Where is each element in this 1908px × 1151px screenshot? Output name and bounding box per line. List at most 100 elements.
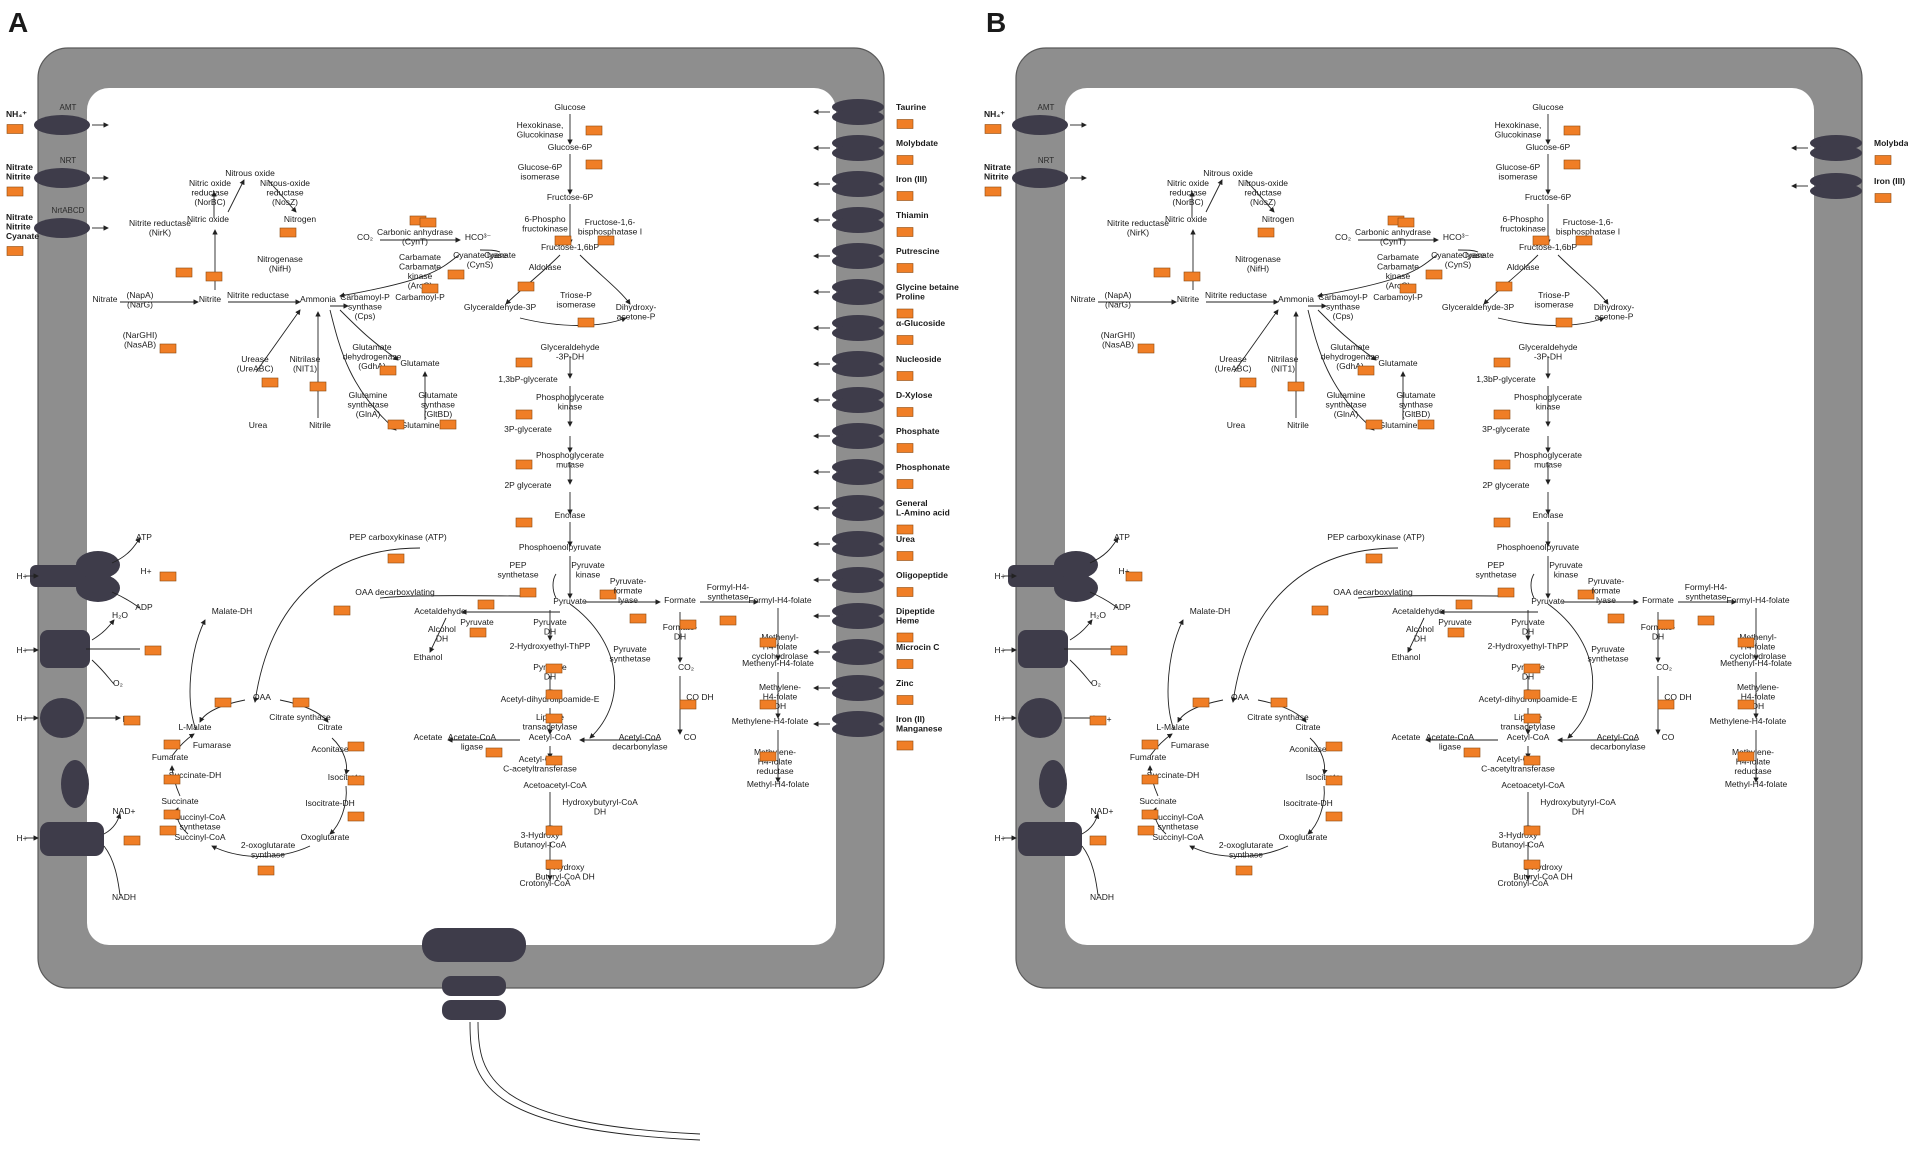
tca-node: Malate-DH (1190, 606, 1231, 616)
gene-box (309, 381, 327, 392)
gene-box (1239, 377, 1257, 388)
reaction-curve (1069, 659, 1093, 685)
glycolysis-node: Fructose-1,6-bisphosphatase I (578, 217, 642, 237)
gene-box (896, 551, 914, 561)
nitrogen-node: CO₂ (1335, 232, 1351, 242)
glycolysis-node: Glucose (554, 102, 585, 112)
gene-box (1523, 859, 1541, 870)
transporter-label: NrtABCD (52, 206, 85, 215)
gene-box (1523, 689, 1541, 700)
reaction-curve (111, 537, 141, 564)
central-node: Formyl-H4-synthetase (1685, 582, 1728, 602)
gene-box (387, 419, 405, 430)
nadh-dh-complex (1018, 822, 1082, 856)
gene-box (679, 699, 697, 710)
central-node: Acetoacetyl-CoA (1501, 780, 1565, 790)
glycolysis-node: Enolase (1533, 510, 1564, 520)
nitrogen-node: Nitrous oxide (1203, 168, 1253, 178)
glycolysis-node: Fructose-1,6bP (1519, 242, 1577, 252)
tca-node: Fumarate (152, 752, 189, 762)
gene-box (419, 217, 437, 228)
central-node: CO (1662, 732, 1675, 742)
gene-box (585, 159, 603, 170)
gene-box (1447, 627, 1465, 638)
gene-box (1737, 699, 1755, 710)
reaction-curve (1189, 845, 1289, 857)
nitrogen-node: Carbamoyl-P (395, 292, 445, 302)
reaction-curve (1081, 813, 1100, 835)
proton-pump (1018, 698, 1062, 738)
central-node: Methyl-H4-folate (747, 779, 810, 789)
gene-box (896, 263, 914, 273)
abc-transporter (832, 145, 884, 161)
tca-node: Aconitase (1289, 744, 1327, 754)
reaction-curve (1069, 619, 1093, 641)
nad-label: NAD+ (1091, 806, 1114, 816)
abc-transporter (832, 361, 884, 377)
nadh-dh-complex (40, 822, 104, 856)
reaction-arrow (1245, 179, 1275, 213)
succinate-dh-complex (61, 760, 89, 808)
gene-box (1141, 809, 1159, 820)
gene-box (984, 124, 1002, 134)
nitrogen-node: Cyanate (1462, 250, 1494, 260)
nitrogen-node: Nitrous oxide (225, 168, 275, 178)
proton-label: H+ (994, 571, 1005, 581)
gene-box (545, 825, 563, 836)
abc-transporter (832, 613, 884, 629)
reaction-curve (339, 309, 399, 361)
tca-node: Fumarate (1130, 752, 1167, 762)
panel-letter: B (986, 7, 1006, 38)
central-node: CO DH (686, 692, 713, 702)
gene-box (1311, 605, 1329, 616)
nitrogen-node: Nitrile (309, 420, 331, 430)
gene-box (1137, 343, 1155, 354)
nitrogen-node: Nitrogenase(NifH) (257, 254, 303, 274)
nitrogen-node: Nitric oxide (1165, 214, 1207, 224)
abc-transporter (832, 433, 884, 449)
abc-transporter (832, 577, 884, 593)
reaction-curve (379, 595, 521, 599)
gene-box (1257, 227, 1275, 238)
glycolysis-node: 1,3bP-glycerate (1476, 374, 1536, 384)
gene-box (1399, 283, 1417, 294)
abc-transporter (832, 649, 884, 665)
gene-box (261, 377, 279, 388)
abc-transporter (832, 505, 884, 521)
abc-transporter (1810, 183, 1862, 199)
gene-box (629, 613, 647, 624)
glycolysis-node: Glucose (1532, 102, 1563, 112)
gene-box (1493, 409, 1511, 420)
gene-box (1497, 587, 1515, 598)
atp-synthase-base (30, 565, 90, 587)
reaction-curve (339, 253, 461, 298)
abc-transporter (832, 541, 884, 557)
reaction-curve (91, 619, 115, 641)
gene-box (1287, 381, 1305, 392)
nitrogen-node: Ammonia (300, 294, 336, 304)
nitrogen-node: Ammonia (1278, 294, 1314, 304)
nitrogen-node: HCO³⁻ (465, 232, 492, 242)
central-node: CO DH (1664, 692, 1691, 702)
gene-box (1495, 281, 1513, 292)
central-node: Methenyl-H4-folate (742, 658, 814, 668)
gene-box (577, 317, 595, 328)
tca-node: OAA (253, 692, 271, 702)
oxygen-label: O₂ (113, 678, 123, 688)
abc-transporter (832, 289, 884, 305)
